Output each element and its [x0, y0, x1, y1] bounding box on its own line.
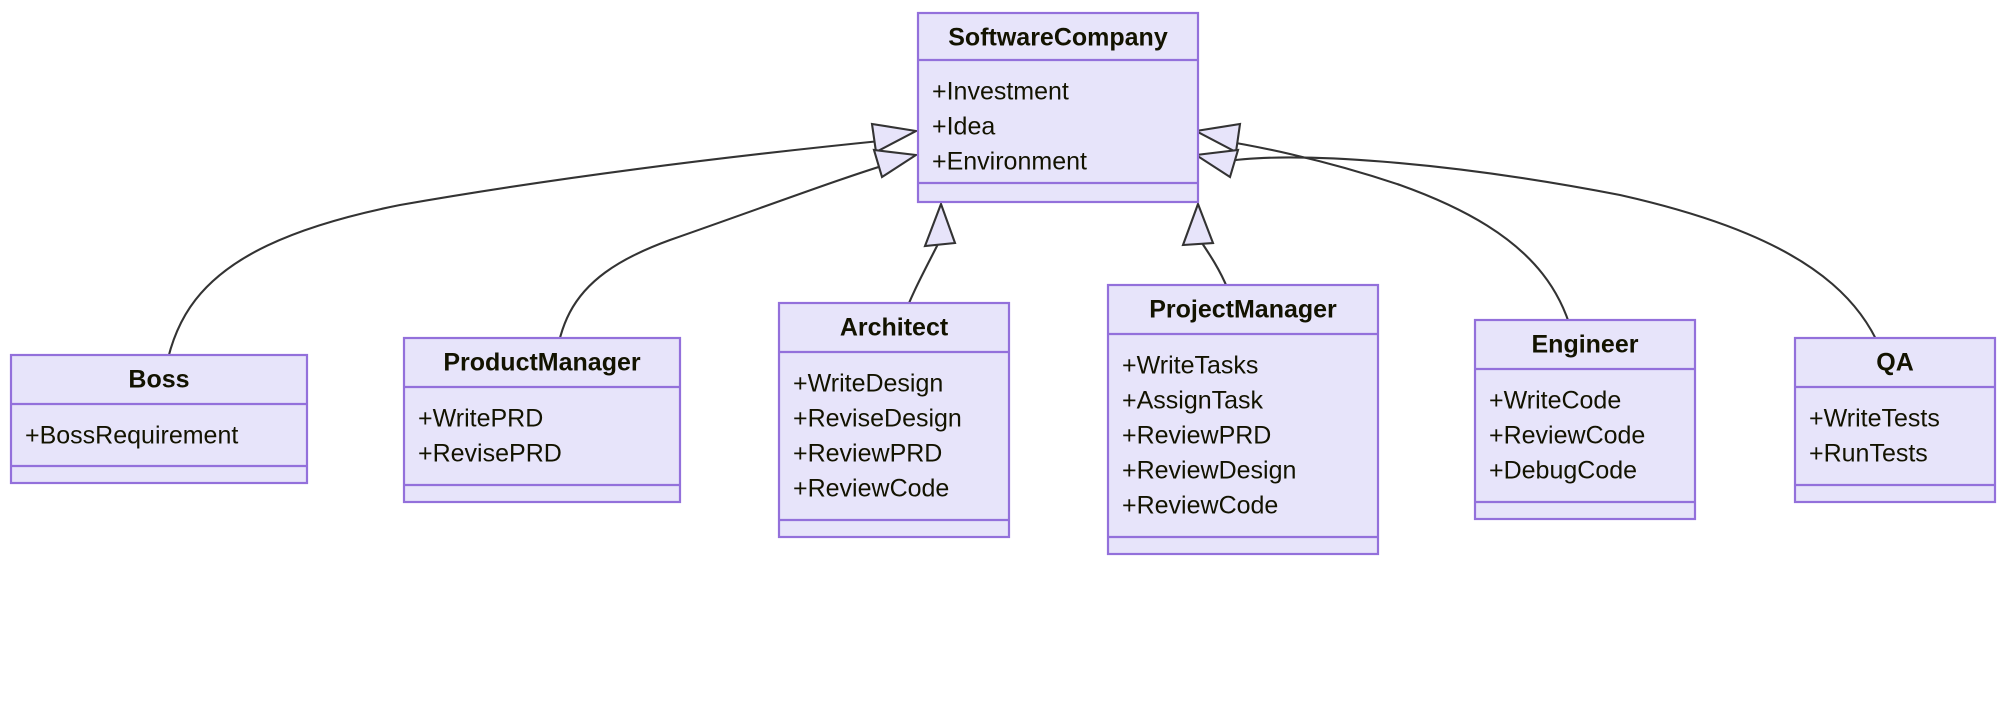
class-box-boss[interactable]: Boss +BossRequirement: [9, 353, 309, 485]
class-box-architect[interactable]: Architect +WriteDesign +ReviseDesign +Re…: [777, 301, 1011, 539]
class-member: +WritePRD: [418, 405, 543, 433]
inheritance-arrowhead-architect: [923, 200, 957, 248]
class-member: +Investment: [932, 78, 1069, 106]
class-member: +ReviewCode: [793, 475, 949, 503]
class-member: +ReviewPRD: [793, 440, 942, 468]
class-member: +DebugCode: [1489, 457, 1637, 485]
class-member: +ReviewDesign: [1122, 457, 1296, 485]
class-title-productmanager: ProductManager: [443, 349, 641, 377]
class-member: +WriteTasks: [1122, 352, 1258, 380]
class-box-qa[interactable]: QA +WriteTests +RunTests: [1793, 336, 1997, 504]
inheritance-arrowhead-productmanager: [872, 148, 920, 179]
class-member: +RunTests: [1809, 440, 1928, 468]
class-member: +Environment: [932, 148, 1087, 176]
class-member: +ReviseDesign: [793, 405, 962, 433]
class-title-qa: QA: [1876, 349, 1914, 377]
inheritance-arrowhead-boss: [870, 122, 920, 154]
class-member: +ReviewCode: [1122, 492, 1278, 520]
class-member: +ReviewPRD: [1122, 422, 1271, 450]
inheritance-arrowhead-engineer: [1192, 122, 1242, 154]
class-title-architect: Architect: [840, 314, 949, 342]
class-title-projectmanager: ProjectManager: [1149, 296, 1337, 324]
class-member: +BossRequirement: [25, 422, 238, 450]
class-member: +Idea: [932, 113, 995, 141]
inheritance-arrowhead-projectmanager: [1181, 201, 1215, 247]
edge-qa-to-softwarecompany[interactable]: [1221, 156, 1897, 429]
class-box-softwarecompany[interactable]: SoftwareCompany +Investment +Idea +Envir…: [916, 11, 1200, 204]
class-title-boss: Boss: [128, 366, 189, 394]
class-title-engineer: Engineer: [1532, 331, 1639, 359]
edge-boss-to-softwarecompany[interactable]: [158, 138, 891, 453]
class-member: +RevisePRD: [418, 440, 562, 468]
class-member: +ReviewCode: [1489, 422, 1645, 450]
class-member: +AssignTask: [1122, 387, 1264, 415]
class-member: +WriteDesign: [793, 370, 943, 398]
class-member: +WriteTests: [1809, 405, 1940, 433]
class-member: +WriteCode: [1489, 387, 1621, 415]
class-box-projectmanager[interactable]: ProjectManager +WriteTasks +AssignTask +…: [1106, 283, 1380, 556]
class-box-productmanager[interactable]: ProductManager +WritePRD +RevisePRD: [402, 336, 682, 504]
inheritance-arrowhead-qa: [1192, 148, 1240, 179]
class-box-engineer[interactable]: Engineer +WriteCode +ReviewCode +DebugCo…: [1473, 318, 1697, 521]
arrowheads-layer: [870, 122, 1242, 248]
class-title-softwarecompany: SoftwareCompany: [948, 24, 1168, 52]
